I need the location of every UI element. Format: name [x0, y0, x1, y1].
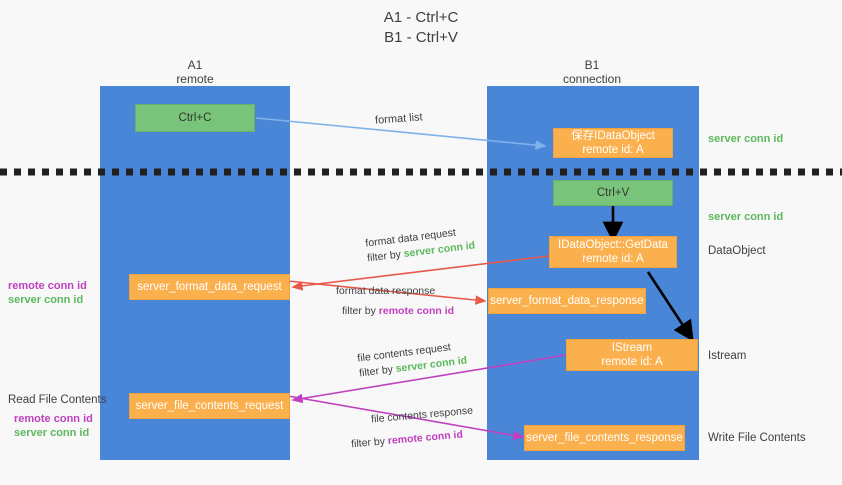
diagram-title: A1 - Ctrl+C B1 - Ctrl+V — [0, 8, 842, 48]
edge-label-file-contents-response: file contents response filter by remote … — [351, 404, 476, 451]
box-server-file-contents-response[interactable]: server_file_contents_response — [524, 425, 685, 451]
box-idataobject-getdata[interactable]: IDataObject::GetData remote id: A — [549, 236, 677, 268]
box-ctrl-v-label: Ctrl+V — [596, 187, 630, 199]
column-b1-sub: connection — [562, 72, 622, 86]
title-line-2: B1 - Ctrl+V — [384, 29, 458, 46]
column-header-b1: B1 connection — [512, 58, 672, 86]
annotation-server-conn-id-mid: server conn id — [708, 211, 784, 223]
column-header-a1: A1 remote — [115, 58, 275, 86]
box-server-file-contents-request-label: server_file_contents_request — [135, 400, 284, 412]
left-server-conn-id-1: server conn id — [8, 294, 84, 306]
column-a1-sub: remote — [176, 72, 214, 86]
edge-label-file-contents-request: file contents request filter by server c… — [357, 338, 468, 381]
box-ctrl-c[interactable]: Ctrl+C — [135, 104, 255, 132]
file-contents-response-text: file contents response — [370, 404, 474, 426]
filter-prefix: filter by — [358, 363, 397, 380]
box-server-format-data-request[interactable]: server_format_data_request — [129, 274, 290, 300]
edge-label-format-list: format list — [374, 111, 424, 127]
left-remote-conn-id-2: remote conn id — [14, 413, 93, 425]
box-istream-line1: IStream — [611, 342, 653, 354]
file-contents-response-filter: filter by remote conn id — [351, 427, 476, 453]
left-server-conn-id-2: server conn id — [14, 427, 90, 439]
box-server-format-data-response-label: server_format_data_response — [490, 295, 644, 307]
annotation-left-conn-ids-1: remote conn id server conn id — [8, 279, 87, 307]
filter-prefix: filter by — [342, 305, 379, 317]
box-getdata-line2: remote id: A — [582, 253, 644, 265]
box-istream-line2: remote id: A — [601, 356, 663, 368]
annotation-write-file-contents: Write File Contents — [708, 432, 806, 444]
box-save-idataobject-line1: 保存IDataObject — [571, 130, 655, 142]
annotation-dataobject: DataObject — [708, 245, 766, 257]
annotation-server-conn-id-top: server conn id — [708, 133, 784, 145]
box-server-format-data-response[interactable]: server_format_data_response — [488, 288, 646, 314]
box-server-file-contents-response-label: server_file_contents_response — [526, 432, 683, 444]
box-save-idataobject-line2: remote id: A — [582, 144, 644, 156]
box-ctrl-c-label: Ctrl+C — [178, 112, 212, 124]
title-line-1: A1 - Ctrl+C — [383, 9, 459, 26]
left-remote-conn-id-1: remote conn id — [8, 280, 87, 292]
box-getdata-line1: IDataObject::GetData — [558, 239, 668, 251]
filter-prefix: filter by — [366, 248, 405, 265]
column-b1-name: B1 — [584, 58, 600, 72]
format-data-response-text: format data response — [336, 285, 436, 297]
box-server-file-contents-request[interactable]: server_file_contents_request — [129, 393, 290, 419]
filter-key-remote-conn-id: remote conn id — [378, 305, 455, 317]
filter-key-remote-conn-id: remote conn id — [387, 428, 464, 448]
box-istream[interactable]: IStream remote id: A — [566, 339, 698, 371]
annotation-istream: Istream — [708, 350, 747, 362]
format-data-response-filter: filter by remote conn id — [342, 304, 454, 319]
edge-label-format-data-response: format data response filter by remote co… — [336, 284, 454, 319]
box-save-idataobject[interactable]: 保存IDataObject remote id: A — [553, 128, 673, 158]
box-server-format-data-request-label: server_format_data_request — [137, 281, 282, 293]
annotation-read-file-contents: Read File Contents — [8, 394, 107, 406]
column-a1-name: A1 — [187, 58, 203, 72]
filter-prefix: filter by — [350, 435, 389, 451]
annotation-left-conn-ids-2: remote conn id server conn id — [14, 412, 93, 440]
box-ctrl-v[interactable]: Ctrl+V — [553, 180, 673, 206]
edge-label-format-data-request: format data request filter by server con… — [365, 223, 476, 266]
